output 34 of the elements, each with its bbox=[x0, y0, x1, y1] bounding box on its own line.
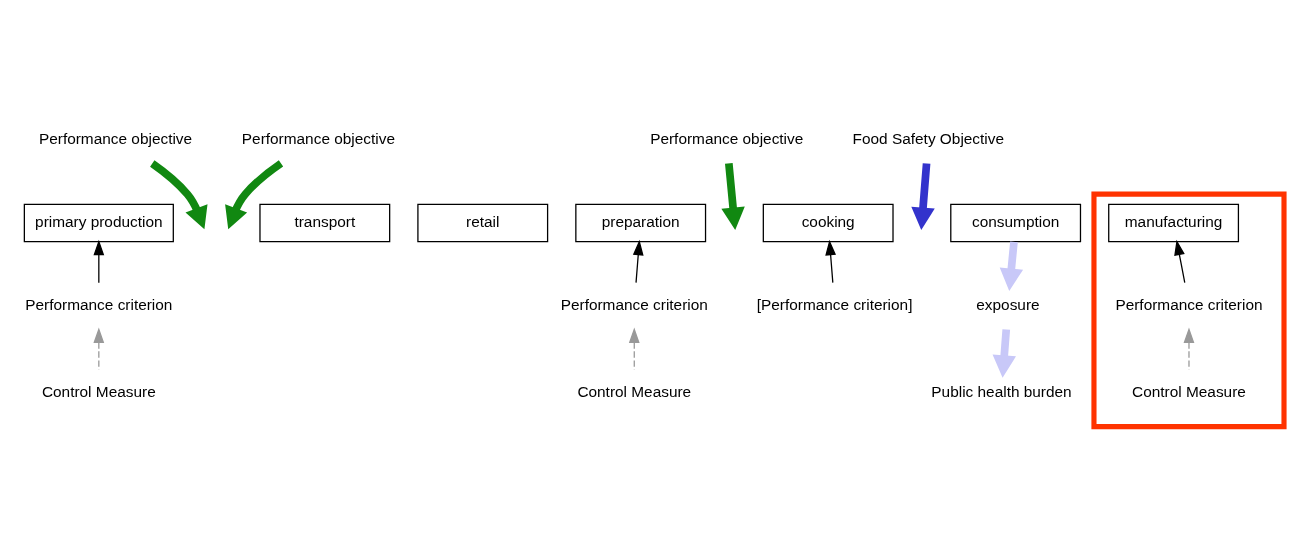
node-text: Performance criterion bbox=[560, 295, 708, 313]
arrow bbox=[992, 328, 1016, 378]
node-text: [Performance criterion] bbox=[756, 295, 913, 313]
arrow bbox=[1174, 239, 1186, 283]
node-text: Performance criterion bbox=[25, 295, 173, 313]
node-text: Performance criterion bbox=[1115, 295, 1263, 313]
arrow bbox=[93, 327, 105, 370]
arrow bbox=[93, 239, 105, 283]
node-text: Control Measure bbox=[1132, 382, 1246, 400]
arrow bbox=[1183, 327, 1195, 370]
node-text: Food Safety Objective bbox=[852, 129, 1005, 147]
arrow bbox=[632, 239, 644, 283]
arrow bbox=[721, 162, 745, 230]
arrow bbox=[225, 159, 284, 229]
arrow bbox=[628, 327, 640, 370]
node-text: Performance objective bbox=[650, 129, 804, 147]
node-text: Public health burden bbox=[931, 382, 1072, 400]
node-box: cooking bbox=[762, 203, 894, 242]
node-text: Control Measure bbox=[577, 382, 692, 400]
cluster bbox=[1091, 191, 1287, 429]
arrow bbox=[825, 239, 836, 283]
node-box: retail bbox=[417, 203, 549, 242]
arrow bbox=[150, 159, 208, 229]
node-text: exposure bbox=[976, 295, 1040, 313]
node-box: transport bbox=[259, 203, 391, 242]
node-box: consumption bbox=[950, 203, 1082, 242]
node-box: manufacturing bbox=[1108, 203, 1240, 242]
arrow bbox=[911, 162, 935, 230]
node-text: Performance objective bbox=[241, 129, 395, 147]
arrow bbox=[999, 240, 1024, 291]
node-box: primary production bbox=[23, 203, 174, 242]
node-text: Performance objective bbox=[38, 129, 193, 147]
node-text: Control Measure bbox=[41, 382, 156, 400]
node-box: preparation bbox=[575, 203, 707, 242]
